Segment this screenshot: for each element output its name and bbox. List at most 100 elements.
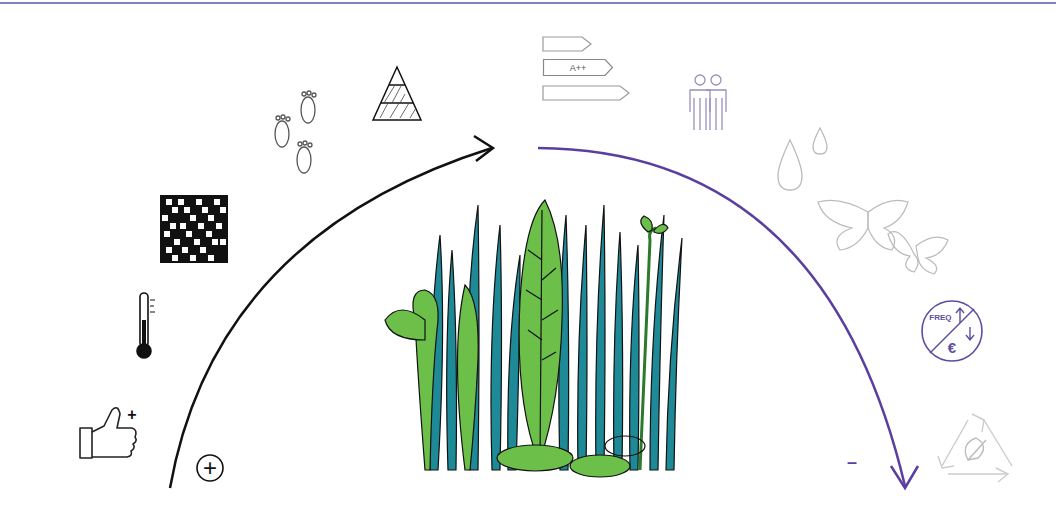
crossword-icon-part-part [214, 199, 220, 205]
pyramid-icon-part [373, 67, 421, 120]
people-icon-part [690, 90, 710, 130]
recycle-icon [938, 414, 1012, 482]
plus-sign: + [127, 407, 136, 423]
plant-illustration-part-part [641, 216, 653, 232]
people-icon [690, 75, 726, 130]
plant-illustration-part-part [447, 250, 457, 470]
plant-illustration-part-part [596, 205, 605, 470]
thermometer-icon-part [150, 300, 155, 301]
people-icon-part [706, 90, 726, 130]
water-drops-icon-part [813, 128, 827, 154]
node-text: FREQ [929, 314, 951, 322]
pyramid-icon [373, 67, 421, 120]
decrease-arc-part [891, 466, 918, 488]
decrease-arc [538, 148, 918, 488]
up-arrow [956, 308, 964, 323]
plant-illustration-part-part [540, 210, 542, 460]
crossword-icon-part-part [184, 207, 190, 213]
footprints-icon-part [281, 115, 285, 119]
pyramid-icon-part [381, 102, 413, 104]
crossword-icon-part-part [196, 199, 202, 205]
energy-label-icon-part [543, 37, 591, 51]
footprints-icon-part [308, 143, 312, 147]
node-text: € [948, 340, 956, 355]
footprints-icon-part [286, 117, 290, 121]
thermometer-icon-part [137, 344, 151, 358]
crossword-icon-part-part [166, 247, 172, 253]
crossword-icon-part-part [220, 207, 226, 213]
plant-illustration-part [385, 200, 668, 477]
top-rule-part [0, 2, 1056, 4]
crossword-icon-part-part [174, 239, 180, 245]
plant-illustration-part-part [491, 225, 502, 470]
increase-arc [170, 136, 493, 488]
energy-label-icon-part [543, 86, 629, 100]
thermometer-icon-part [150, 312, 155, 313]
footprints-icon-part [307, 91, 311, 95]
people-icon-part [711, 75, 721, 85]
thermometer-icon-part [140, 293, 148, 347]
crossword-icon-part-part [200, 247, 206, 253]
down-arrow [966, 327, 974, 340]
recycle-icon-part [965, 438, 986, 460]
recycle-icon-part [972, 414, 984, 432]
butterflies-icon-part [888, 232, 918, 272]
crossword-icon-part-part [208, 215, 214, 221]
butterflies-icon-part [916, 237, 948, 274]
crossword-icon-part-part [220, 239, 226, 245]
crossword-icon-part-part [198, 223, 204, 229]
node-text: A++ [570, 64, 587, 73]
thermometer-icon [137, 293, 155, 358]
plant-illustration-part-part [614, 232, 623, 470]
crossword-icon-part-part [180, 223, 186, 229]
footprints-icon-part [302, 92, 306, 96]
plus-circle: + [196, 454, 224, 482]
crossword-icon-part-part [208, 255, 214, 261]
recycle-icon-part [938, 456, 954, 468]
water-drops-icon-part [778, 140, 802, 190]
plant-illustration-part-part [640, 228, 656, 470]
water-drops-icon [778, 128, 827, 190]
frequency-cost-circle: FREQ € [920, 299, 984, 363]
butterflies-icon [818, 200, 948, 274]
plant-illustration-part-part [519, 200, 562, 460]
crossword-icon-part-part [190, 255, 196, 261]
plant-illustration-part-part [570, 455, 630, 477]
footprints-icon-part [297, 147, 311, 173]
crossword-icon-part-part [206, 231, 212, 237]
crossword-icon-part-part [212, 239, 218, 245]
butterflies-icon-part [868, 200, 908, 250]
butterflies-icon-part [818, 200, 868, 250]
crossword-icon-part-part [172, 207, 178, 213]
decrease-arc-part [538, 148, 905, 486]
crossword-icon-part-part [162, 215, 168, 221]
crossword-icon-part-part [202, 207, 208, 213]
crossword-icon-part-part [216, 223, 222, 229]
crossword-icon-part [160, 195, 228, 263]
thermometer-icon-part [150, 306, 154, 307]
people-icon-part [695, 75, 705, 85]
footprints-icon [275, 91, 316, 173]
crossword-icon-part-part [172, 255, 178, 261]
bar-outline [544, 60, 613, 76]
thumbs-up-icon-part [80, 428, 92, 458]
plant-illustration-part-part [666, 238, 682, 470]
footprints-icon-part [312, 93, 316, 97]
energy-class-bar: A++ [543, 59, 613, 76]
plant-illustration-part-part [578, 225, 587, 470]
top-rule [0, 3, 1056, 4]
circle-outline [922, 301, 982, 361]
crossword-icon-part-part [186, 231, 192, 237]
crossword-icon-part-part [190, 215, 196, 221]
plant-illustration-part-part [497, 445, 573, 471]
crossword-icon-part [162, 199, 226, 261]
increase-arc-part [170, 148, 492, 488]
increase-arc-part [474, 136, 493, 161]
footprints-icon-part [276, 116, 280, 120]
plant-illustration-part-part [458, 285, 479, 470]
node-text: + [203, 456, 217, 480]
minus-sign: – [847, 453, 857, 471]
footprints-icon-part [303, 141, 307, 145]
